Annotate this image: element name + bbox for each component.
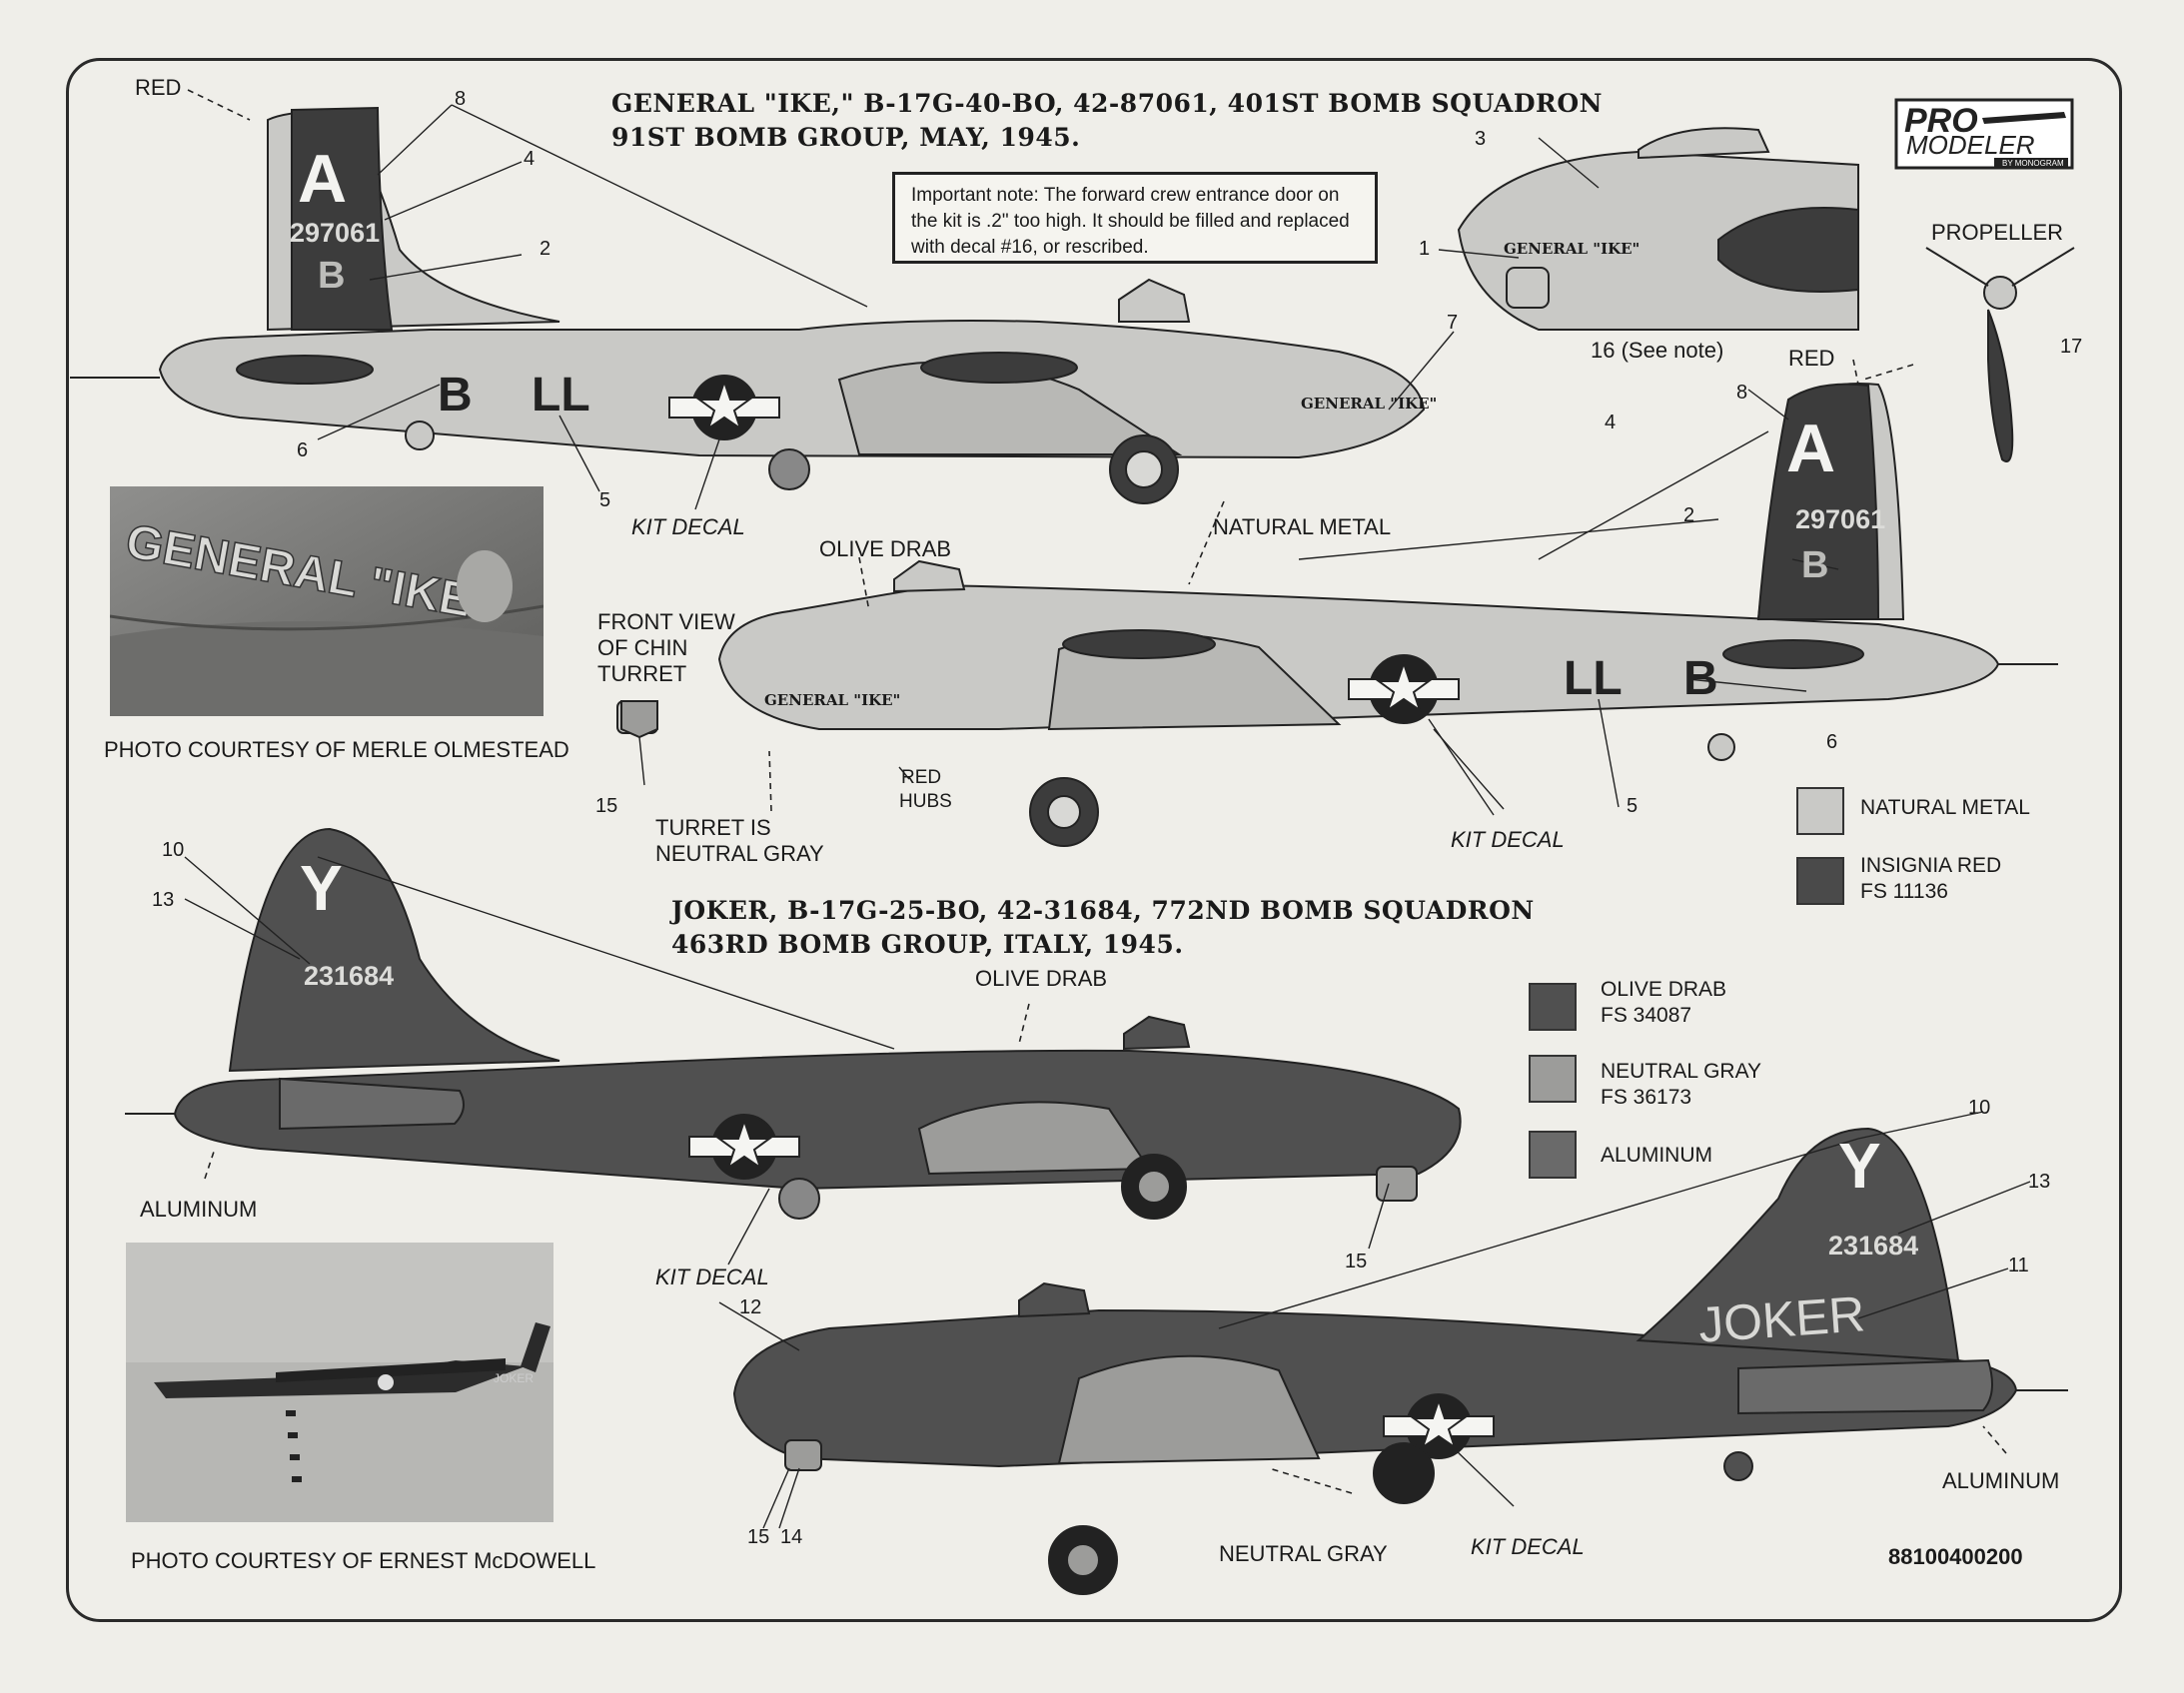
- label-front-view: FRONT VIEW: [597, 609, 735, 634]
- ike-side-view: [70, 106, 1426, 504]
- label-of-chin: OF CHIN: [597, 635, 688, 660]
- label-aluminum-right: ALUMINUM: [1942, 1468, 2060, 1493]
- ike-nose-art-left: GENERAL "IKE": [764, 691, 901, 709]
- swatch-natural-metal: [1796, 787, 1844, 835]
- label-kit-decal-4: KIT DECAL: [1471, 1534, 1585, 1559]
- callout-4a: 4: [524, 148, 536, 170]
- callout-1: 1: [1419, 238, 1431, 260]
- ike-title-line2: 91ST BOMB GROUP, MAY, 1945.: [611, 123, 1081, 152]
- callout-8a: 8: [455, 88, 467, 110]
- legend-natural-metal: NATURAL METAL: [1860, 796, 2030, 819]
- photo-joker: JOKER: [126, 1243, 553, 1522]
- joker-serial-right: 231684: [1828, 1231, 1919, 1261]
- logo-pro: PRO: [1904, 102, 1978, 140]
- callout-5b: 5: [1627, 795, 1638, 817]
- ike-tail-letter-right: A: [1786, 411, 1836, 486]
- label-red-top: RED: [135, 75, 182, 100]
- swatch-olive-drab: [1529, 983, 1577, 1031]
- joker-title-line1: JOKER, B-17G-25-BO, 42-31684, 772ND BOMB…: [671, 896, 1535, 925]
- legend-aluminum: ALUMINUM: [1601, 1144, 1713, 1167]
- ike-title-line1: GENERAL "IKE," B-17G-40-BO, 42-87061, 40…: [611, 89, 1603, 118]
- important-note: Important note: The forward crew entranc…: [892, 172, 1378, 264]
- joker-side-view-left: [732, 1127, 2068, 1595]
- part-number: 88100400200: [1888, 1544, 2023, 1569]
- photo-credit-2: PHOTO COURTESY OF ERNEST McDOWELL: [131, 1548, 596, 1573]
- ike-tail-letter: A: [298, 141, 348, 217]
- chin-turret-front: [620, 700, 658, 739]
- dashed-arrows: [187, 89, 2007, 1494]
- label-kit-decal-2: KIT DECAL: [1451, 827, 1565, 852]
- callout-15a: 15: [595, 795, 618, 817]
- label-olive-drab-2: OLIVE DRAB: [975, 966, 1108, 991]
- ike-fuselage-letter-right: B: [1683, 652, 1718, 705]
- ike-nose-detail: [1457, 127, 1859, 331]
- callout-3: 3: [1475, 128, 1487, 150]
- swatch-aluminum: [1529, 1131, 1577, 1179]
- label-olive-drab-1: OLIVE DRAB: [819, 536, 952, 561]
- label-aluminum-left: ALUMINUM: [140, 1197, 258, 1222]
- callout-14: 14: [780, 1526, 803, 1548]
- callout-12: 12: [739, 1296, 762, 1318]
- joker-serial: 231684: [304, 961, 395, 991]
- swatch-neutral-gray: [1529, 1055, 1577, 1103]
- swatch-insignia-red: [1796, 857, 1844, 905]
- joker-tail-letter-right: Y: [1838, 1130, 1881, 1202]
- callout-4b: 4: [1605, 412, 1617, 433]
- propeller-drawing: [1925, 247, 2075, 462]
- callout-15c: 15: [747, 1526, 770, 1548]
- joker-side-view: [125, 827, 1462, 1220]
- callout-11: 11: [2008, 1255, 2029, 1276]
- ike-nose-art: GENERAL "IKE": [1301, 395, 1438, 413]
- photo-general-ike: GENERAL "IKE": [109, 486, 545, 716]
- label-neutral-gray-bottom: NEUTRAL GRAY: [1219, 1541, 1388, 1566]
- label-kit-decal-1: KIT DECAL: [631, 514, 745, 539]
- photo-credit-1: PHOTO COURTESY OF MERLE OLMESTEAD: [104, 737, 569, 762]
- label-turret-neutral-gray: NEUTRAL GRAY: [655, 841, 824, 866]
- label-natural-metal: NATURAL METAL: [1213, 514, 1392, 539]
- label-turret: TURRET: [597, 661, 687, 686]
- ike-serial-right: 297061: [1795, 504, 1886, 534]
- label-kit-decal-3: KIT DECAL: [655, 1265, 769, 1289]
- callout-5a: 5: [599, 489, 611, 511]
- label-red-right: RED: [1788, 346, 1835, 371]
- joker-nose-name: JOKER: [1696, 1285, 1867, 1353]
- logo-modeler: MODELER: [1906, 130, 2035, 160]
- callout-10b: 10: [1968, 1097, 1991, 1119]
- callout-10a: 10: [162, 839, 185, 861]
- callout-7: 7: [1447, 312, 1459, 334]
- label-see-note: 16 (See note): [1591, 338, 1724, 363]
- label-red-hubs-2: HUBS: [899, 791, 952, 812]
- callout-2b: 2: [1683, 504, 1695, 526]
- ike-tail-b-right: B: [1801, 544, 1829, 586]
- joker-tail-letter: Y: [300, 852, 343, 924]
- ike-squadron-code-right: LL: [1564, 652, 1623, 705]
- callout-2a: 2: [540, 238, 551, 260]
- callout-15b: 15: [1345, 1251, 1368, 1272]
- callout-8b: 8: [1736, 382, 1748, 404]
- callout-13a: 13: [152, 889, 175, 911]
- callout-13b: 13: [2028, 1171, 2051, 1193]
- joker-title-line2: 463RD BOMB GROUP, ITALY, 1945.: [671, 930, 1184, 959]
- svg-text:JOKER: JOKER: [494, 1371, 534, 1385]
- promodeler-logo: PRO MODELER BY MONOGRAM: [1894, 98, 2074, 170]
- label-propeller: PROPELLER: [1931, 220, 2064, 245]
- callout-17: 17: [2060, 336, 2083, 358]
- ike-nose-art-detail: GENERAL "IKE": [1504, 240, 1640, 258]
- ike-tail-b: B: [318, 255, 346, 297]
- label-turret-is: TURRET IS: [655, 815, 771, 840]
- callout-6b: 6: [1826, 731, 1838, 753]
- ike-squadron-code: LL: [532, 369, 590, 422]
- sheet-border: [66, 58, 2122, 1622]
- ike-serial: 297061: [290, 218, 381, 248]
- ike-side-view-left: [616, 383, 2058, 847]
- label-red-hubs-1: RED: [901, 767, 942, 788]
- callout-lines: [184, 104, 2031, 1529]
- logo-by-monogram: BY MONOGRAM: [2002, 159, 2064, 168]
- ike-fuselage-letter: B: [438, 369, 473, 422]
- callout-6a: 6: [297, 439, 309, 461]
